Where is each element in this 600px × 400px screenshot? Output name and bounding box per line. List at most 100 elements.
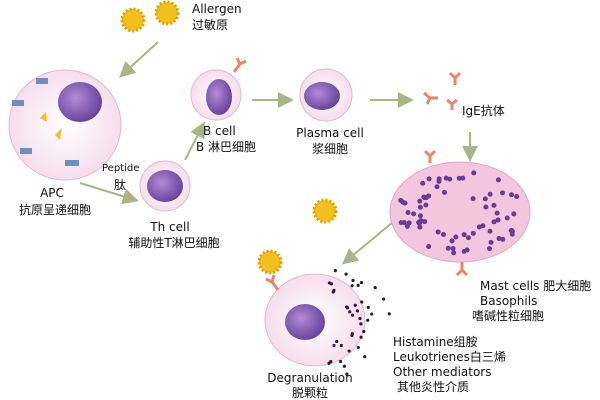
granule bbox=[491, 202, 497, 208]
granule bbox=[488, 239, 494, 245]
granule bbox=[359, 322, 363, 326]
th-cell-label-zh: 辅助性T淋巴细胞 bbox=[128, 236, 220, 250]
granule bbox=[509, 231, 515, 237]
granule bbox=[333, 269, 337, 273]
granule bbox=[422, 219, 428, 225]
granule bbox=[496, 235, 502, 241]
granule bbox=[348, 310, 352, 314]
granule bbox=[511, 211, 517, 217]
granule bbox=[338, 359, 343, 364]
granule bbox=[509, 192, 515, 198]
granule bbox=[345, 372, 349, 376]
granule bbox=[449, 238, 455, 244]
granule bbox=[445, 245, 451, 251]
granule bbox=[470, 196, 476, 202]
granule bbox=[418, 217, 424, 223]
granule bbox=[447, 176, 453, 182]
granule bbox=[494, 210, 500, 216]
other-mediators-label-zh: 其他炎性介质 bbox=[397, 380, 470, 394]
granule bbox=[417, 224, 423, 230]
leukotrienes-label: Leukotrienes白三烯 bbox=[393, 350, 506, 364]
granule bbox=[426, 193, 432, 199]
apc-label: APC bbox=[40, 186, 64, 200]
granule bbox=[499, 190, 505, 196]
granule bbox=[487, 246, 493, 252]
granule bbox=[417, 198, 423, 204]
granule bbox=[495, 177, 501, 183]
granule bbox=[440, 231, 446, 237]
peptide-label-zh: 肽 bbox=[114, 178, 127, 192]
granule bbox=[339, 343, 343, 348]
granule bbox=[351, 278, 355, 283]
granule bbox=[398, 220, 404, 226]
plasma-cell-label: Plasma cell bbox=[296, 126, 364, 140]
th-cell-label: Th cell bbox=[150, 220, 190, 234]
b-cell-label: B cell bbox=[203, 124, 236, 138]
granule bbox=[360, 300, 364, 304]
granule bbox=[332, 288, 336, 292]
granule bbox=[355, 309, 360, 313]
granule bbox=[366, 318, 370, 322]
granule bbox=[456, 175, 462, 181]
granule bbox=[470, 230, 476, 236]
granule bbox=[426, 244, 432, 250]
granule bbox=[471, 170, 477, 176]
granule bbox=[344, 272, 348, 276]
granule bbox=[495, 217, 501, 223]
granule bbox=[417, 204, 423, 210]
mast-cell-label: Mast cells 肥大细胞 bbox=[480, 279, 592, 293]
granule bbox=[359, 281, 364, 285]
th-cell bbox=[139, 160, 191, 212]
plasma-cell bbox=[299, 68, 353, 122]
granule bbox=[356, 283, 360, 288]
granule bbox=[476, 224, 482, 230]
granule bbox=[460, 175, 466, 181]
basophils-label: Basophils bbox=[480, 294, 538, 308]
granule bbox=[359, 335, 363, 339]
granule bbox=[329, 359, 333, 364]
granule bbox=[387, 312, 391, 316]
plasma-cell-label-zh: 浆细胞 bbox=[311, 142, 349, 156]
granule bbox=[487, 191, 493, 197]
granule bbox=[442, 189, 448, 195]
granule bbox=[500, 236, 506, 242]
granule bbox=[487, 228, 493, 234]
granule bbox=[465, 235, 471, 241]
degranulation-cell bbox=[264, 269, 391, 376]
granule bbox=[423, 202, 429, 208]
granule bbox=[464, 247, 470, 253]
degranulation-label: Degranulation bbox=[267, 371, 353, 385]
granule bbox=[345, 306, 350, 310]
granule bbox=[363, 355, 367, 359]
granule bbox=[350, 333, 354, 338]
granule bbox=[434, 184, 440, 190]
granule bbox=[350, 284, 354, 288]
granule bbox=[453, 234, 459, 240]
granule bbox=[350, 313, 355, 317]
mast-cell bbox=[389, 149, 531, 277]
granule bbox=[450, 245, 456, 251]
b-cell bbox=[190, 57, 247, 121]
histamine-label: Histamine组胺 bbox=[393, 335, 478, 349]
granule bbox=[435, 229, 441, 235]
granule bbox=[417, 213, 423, 219]
granule bbox=[370, 312, 374, 316]
allergen-label-zh: 过敏原 bbox=[192, 18, 229, 32]
granule bbox=[358, 316, 362, 321]
ige-label: IgE抗体 bbox=[462, 104, 505, 118]
granule bbox=[347, 349, 351, 353]
granule bbox=[461, 232, 467, 238]
basophils-label-zh: 嗜碱性粒细胞 bbox=[472, 309, 545, 323]
granule bbox=[398, 197, 404, 203]
granule bbox=[353, 303, 357, 307]
granule bbox=[508, 227, 514, 233]
granule bbox=[373, 286, 377, 290]
apc-cell bbox=[8, 69, 122, 181]
degranulation-label-zh: 脱颗粒 bbox=[291, 386, 329, 400]
b-cell-label-zh: B 淋巴细胞 bbox=[196, 140, 257, 154]
other-mediators-label: Other mediators bbox=[393, 365, 492, 379]
granule bbox=[483, 204, 489, 210]
granule bbox=[420, 180, 426, 186]
granule bbox=[411, 211, 417, 217]
